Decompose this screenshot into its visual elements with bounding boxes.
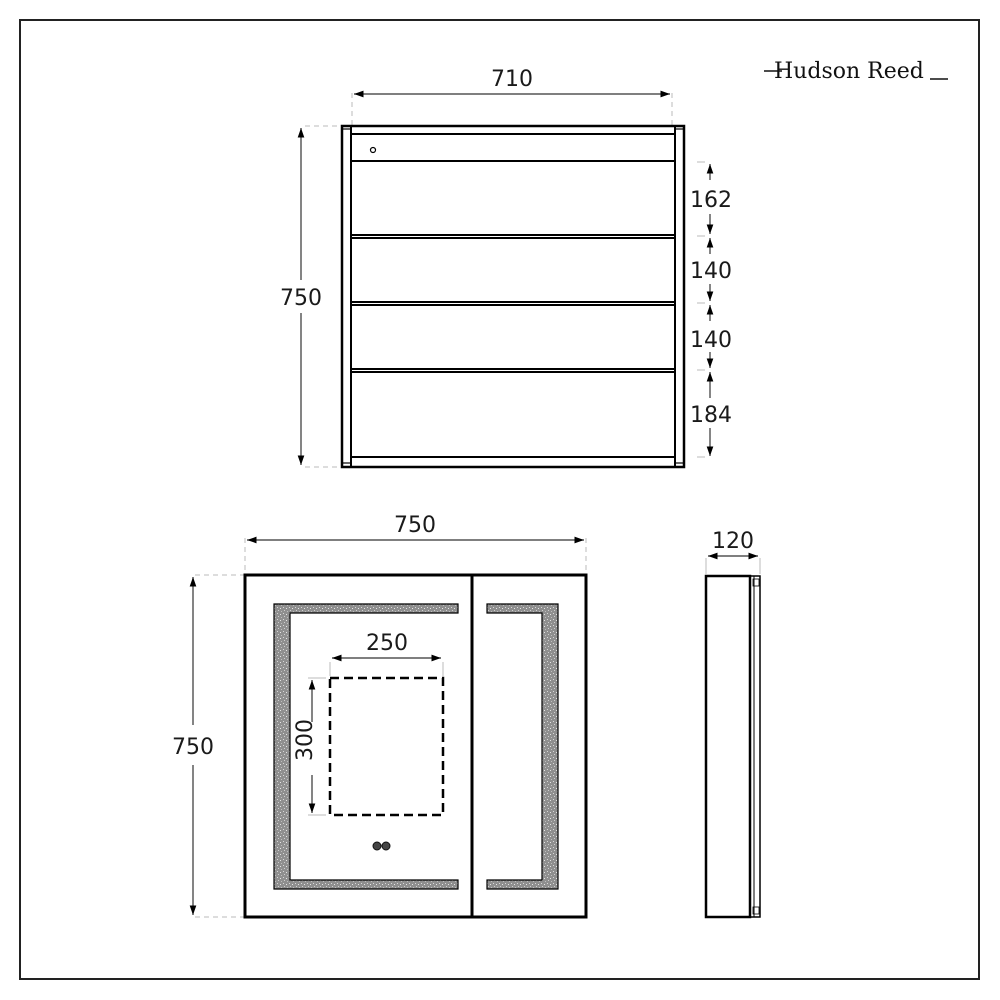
width-label: 750 <box>394 513 436 538</box>
shelf-spacing-1: 162 <box>690 188 732 213</box>
front-view-closed: 750 750 250 300 <box>172 513 588 919</box>
left-door <box>243 573 588 919</box>
brand-name: Hudson Reed <box>774 59 924 84</box>
led-strip-right <box>486 603 559 890</box>
height-label: 750 <box>172 735 214 760</box>
page-border <box>19 19 980 980</box>
shelf-spacing-3: 140 <box>690 328 732 353</box>
touch-switch-icon <box>372 841 382 851</box>
depth-label: 120 <box>712 529 754 554</box>
shelf <box>352 368 674 373</box>
front-view-open: 710 750 <box>280 67 732 469</box>
led-strip-left <box>273 603 459 890</box>
sensor-icon <box>369 146 377 154</box>
touch-switch-icon <box>381 841 391 851</box>
mirror-zone-height-label: 300 <box>293 719 318 761</box>
width-label: 710 <box>491 67 533 92</box>
shelf <box>352 234 674 239</box>
side-view: 120 <box>704 529 761 919</box>
shelf-spacing-2: 140 <box>690 259 732 284</box>
mirror-zone <box>328 676 445 817</box>
brand-logo: Hudson Reed <box>764 59 948 84</box>
shelf-spacing-4: 184 <box>690 403 732 428</box>
shelf <box>352 301 674 306</box>
mirror-zone-width-label: 250 <box>366 631 408 656</box>
shelf-spacing-dimensions: 162 140 140 184 <box>690 161 732 458</box>
height-label: 750 <box>280 286 322 311</box>
